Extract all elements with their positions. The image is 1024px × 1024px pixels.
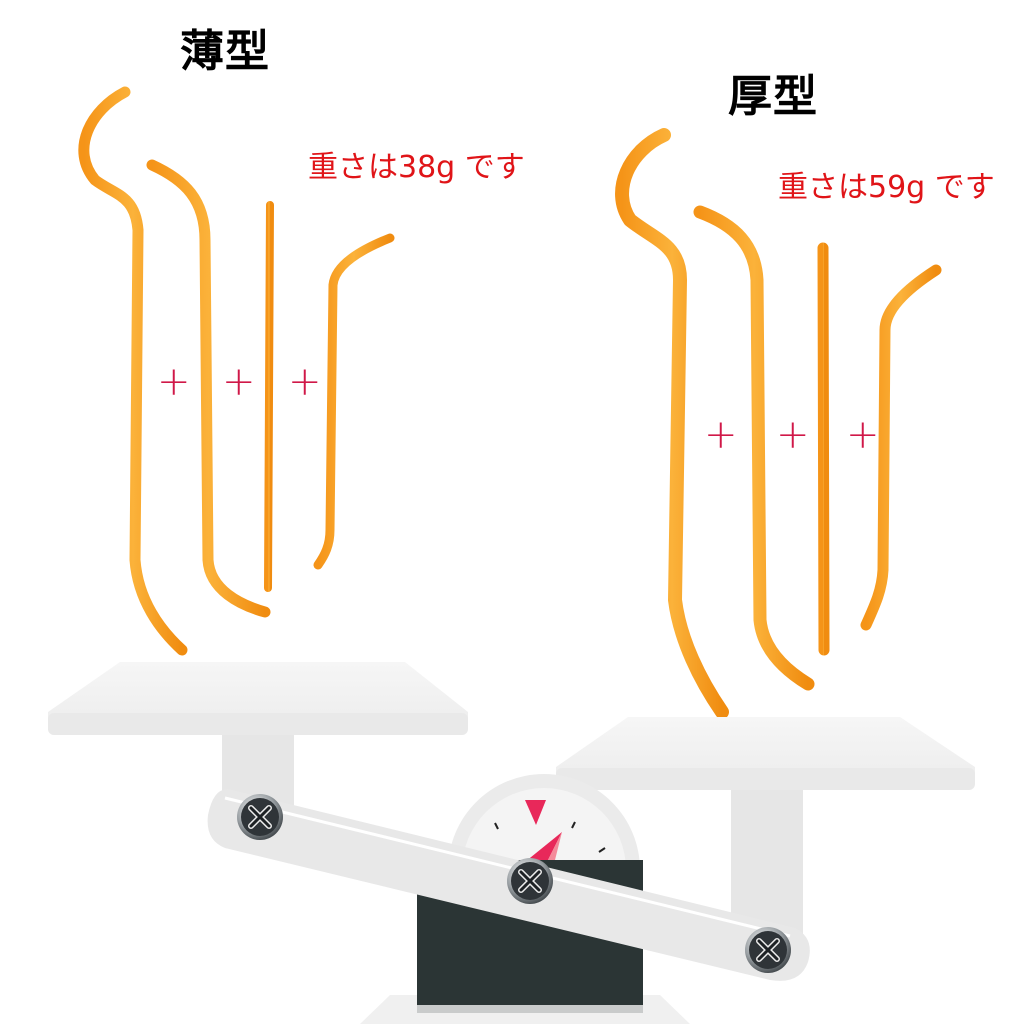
tool-hook [615,128,729,719]
right-tools [615,128,942,719]
screw-right-icon [745,927,791,973]
screw-left-icon [237,794,283,840]
right-title: 厚型 [728,71,818,122]
top-marker [525,800,546,825]
plus-sign: + [157,359,191,405]
tool-straight [817,242,830,656]
tool-straight [264,201,274,592]
tool-bent [693,205,815,691]
left-tools [78,86,395,656]
right-weight-label: 重さは59g です [778,170,995,205]
left-weight-label: 重さは38g です [308,150,525,185]
tool-angled [313,233,395,570]
screw-center-icon [507,858,553,904]
left-pan [48,662,468,825]
plus-sign: + [288,359,322,405]
plus-sign: + [776,412,810,458]
plus-sign: + [846,412,880,458]
tool-angled [860,264,942,631]
left-title: 薄型 [180,26,270,77]
plus-sign: + [704,412,738,458]
plus-sign: + [222,359,256,405]
tool-hook [78,86,188,656]
right-pan [556,717,975,940]
tool-bent [146,159,271,618]
